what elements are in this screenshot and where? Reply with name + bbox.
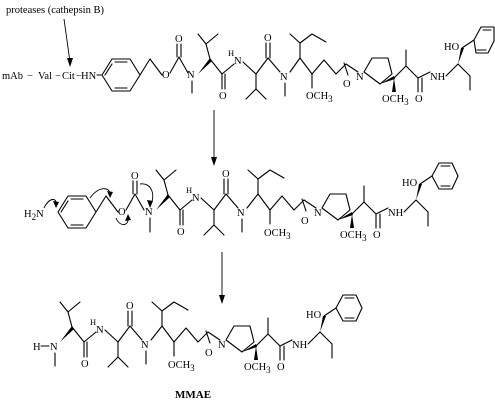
protease-annotation: proteases (cathepsin B) bbox=[6, 5, 104, 16]
hydroxyl-ho: HO bbox=[402, 178, 418, 189]
carbonyl-o: O bbox=[175, 34, 183, 45]
adc-structure: mAb − Val − Cit − HN O O N O N H bbox=[2, 26, 495, 107]
carbonyl-o: O bbox=[301, 216, 309, 227]
mmae-label: MMAE bbox=[175, 389, 211, 401]
dash-label: − bbox=[76, 71, 82, 82]
carbonyl-o: O bbox=[264, 33, 272, 44]
carbamate-o: O bbox=[162, 70, 170, 81]
amide-n: N bbox=[145, 207, 153, 218]
carbonyl-o: O bbox=[343, 79, 351, 90]
carbamate-o: O bbox=[118, 207, 126, 218]
amide-n: N bbox=[192, 193, 200, 204]
methoxy-label: OCH3 bbox=[382, 94, 409, 107]
mab-label: mAb bbox=[2, 71, 23, 82]
methoxy-label: OCH3 bbox=[340, 230, 367, 243]
carbonyl-o: O bbox=[126, 301, 134, 312]
amide-n: N bbox=[280, 72, 288, 83]
amide-h: H bbox=[228, 48, 234, 58]
carbonyl-o: O bbox=[277, 362, 285, 373]
val-label: Val bbox=[38, 71, 52, 82]
amide-n: N bbox=[187, 70, 195, 81]
methoxy-label: OCH3 bbox=[306, 91, 333, 104]
amide-n: N bbox=[141, 340, 149, 351]
hn-label: HN bbox=[81, 71, 97, 82]
carbonyl-o: O bbox=[222, 169, 230, 180]
amide-nh: NH bbox=[292, 340, 308, 351]
methoxy-label: OCH3 bbox=[244, 362, 271, 375]
dash-label: − bbox=[27, 71, 33, 82]
amide-nh: NH bbox=[430, 72, 446, 83]
amide-n: N bbox=[234, 56, 242, 67]
dash-label: − bbox=[55, 71, 61, 82]
reaction-arrow-2 bbox=[219, 252, 225, 304]
amide-n: N bbox=[96, 325, 104, 336]
methoxy-label: OCH3 bbox=[168, 360, 195, 373]
methoxy-label: OCH3 bbox=[264, 228, 291, 241]
cit-label: Cit bbox=[62, 71, 75, 82]
amide-n: N bbox=[237, 208, 245, 219]
hydroxyl-ho: HO bbox=[444, 42, 460, 53]
pyrrolidine-n: N bbox=[218, 340, 226, 351]
carbonyl-o: O bbox=[219, 91, 227, 102]
carbonyl-o: O bbox=[415, 94, 423, 105]
n-methyl-n: N bbox=[50, 342, 58, 353]
mmae-structure: H N O N H O N OCH3 O N bbox=[33, 294, 363, 401]
aniline-nh2: H2N bbox=[24, 209, 44, 222]
amide-h: H bbox=[186, 185, 192, 195]
pyrrolidine-n: N bbox=[314, 208, 322, 219]
carbonyl-o: O bbox=[81, 359, 89, 370]
carbonyl-o: O bbox=[131, 171, 139, 182]
intermediate-structure: H2N O O N O N H O N bbox=[24, 162, 459, 243]
n-methyl-h: H bbox=[33, 342, 41, 353]
pyrrolidine-n: N bbox=[356, 72, 364, 83]
amide-nh: NH bbox=[388, 208, 404, 219]
reaction-arrow-1 bbox=[211, 110, 217, 166]
hydroxyl-ho: HO bbox=[306, 310, 322, 321]
cleavage-arrow bbox=[63, 18, 73, 67]
amide-h: H bbox=[90, 317, 96, 327]
carbonyl-o: O bbox=[205, 348, 213, 359]
carbonyl-o: O bbox=[373, 230, 381, 241]
carbonyl-o: O bbox=[177, 227, 185, 238]
